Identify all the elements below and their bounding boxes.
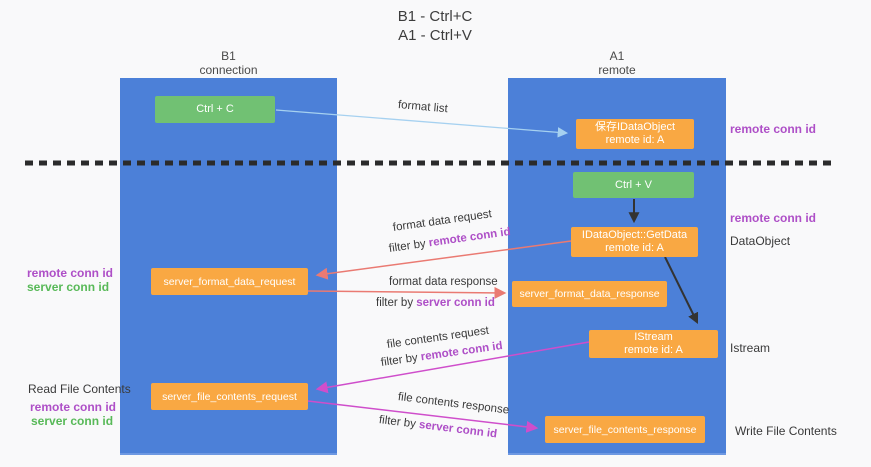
server-format-data-request-label: server_format_data_request: [163, 275, 296, 288]
box-istream: IStream remote id: A: [589, 330, 718, 358]
label-read-file-contents: Read File Contents: [28, 382, 131, 396]
label-server-conn-id-bottom-left: server conn id: [31, 414, 114, 428]
filter-by-text: filter by: [376, 297, 417, 309]
box-ctrl-v: Ctrl + V: [573, 172, 694, 198]
server-file-contents-request-label: server_file_contents_request: [162, 390, 297, 403]
ctrl-c-label: Ctrl + C: [196, 103, 234, 115]
getdata-line2: remote id: A: [605, 242, 664, 254]
diagram-title: B1 - Ctrl+C A1 - Ctrl+V: [315, 7, 555, 45]
server-file-contents-response-label: server_file_contents_response: [553, 423, 697, 436]
label-remote-conn-id-bottom-left: remote conn id: [30, 400, 117, 414]
label-remote-conn-id-mid-right: remote conn id: [730, 211, 817, 225]
box-idataobject-getdata: IDataObject::GetData remote id: A: [571, 227, 698, 257]
ctrl-v-label: Ctrl + V: [615, 178, 652, 191]
getdata-line1: IDataObject::GetData: [581, 229, 688, 241]
box-ctrl-c: Ctrl + C: [155, 96, 275, 123]
label-format-data-response: format data response: [389, 276, 498, 288]
label-remote-conn-id-top-right: remote conn id: [730, 122, 817, 136]
box-server-format-data-request: server_format_data_request: [151, 268, 308, 295]
box-server-file-contents-request: server_file_contents_request: [151, 383, 308, 410]
title-line-1: B1 - Ctrl+C: [397, 8, 473, 25]
save-idataobject-line1: 保存IDataObject: [594, 121, 676, 133]
arrow-file-contents-request: [315, 341, 590, 394]
arrow-format-list: [275, 109, 569, 138]
server-conn-id-text: server conn id: [416, 297, 495, 309]
save-idataobject-line2: remote id: A: [605, 134, 665, 146]
label-dataobject: DataObject: [730, 234, 791, 248]
istream-line2: remote id: A: [624, 344, 683, 356]
label-format-data-response-filter: filter by server conn id: [376, 297, 495, 309]
lane-header-b1: B1 connection: [120, 49, 337, 77]
box-server-format-data-response: server_format_data_response: [512, 281, 667, 307]
arrow-file-contents-response: [307, 400, 539, 433]
label-istream: Istream: [730, 341, 771, 355]
label-server-conn-id-left: server conn id: [27, 280, 110, 294]
box-save-idataobject: 保存IDataObject remote id: A: [576, 119, 694, 149]
label-write-file-contents: Write File Contents: [735, 424, 837, 438]
lane-a1-subtitle: remote: [598, 63, 636, 77]
arrow-format-data-request: [315, 240, 572, 280]
box-server-file-contents-response: server_file_contents_response: [545, 416, 705, 443]
lane-header-a1: A1 remote: [508, 49, 726, 77]
arrow-format-data-response: [307, 286, 507, 299]
istream-line1: IStream: [634, 331, 673, 343]
lane-b1-title: B1: [221, 49, 236, 63]
arrow-getdata-to-istream: [664, 256, 699, 324]
server-format-data-response-label: server_format_data_response: [519, 288, 660, 300]
label-remote-conn-id-left: remote conn id: [27, 266, 114, 280]
lane-a1-title: A1: [609, 49, 625, 63]
lane-b1-subtitle: connection: [199, 63, 258, 77]
title-line-2: A1 - Ctrl+V: [398, 27, 472, 44]
